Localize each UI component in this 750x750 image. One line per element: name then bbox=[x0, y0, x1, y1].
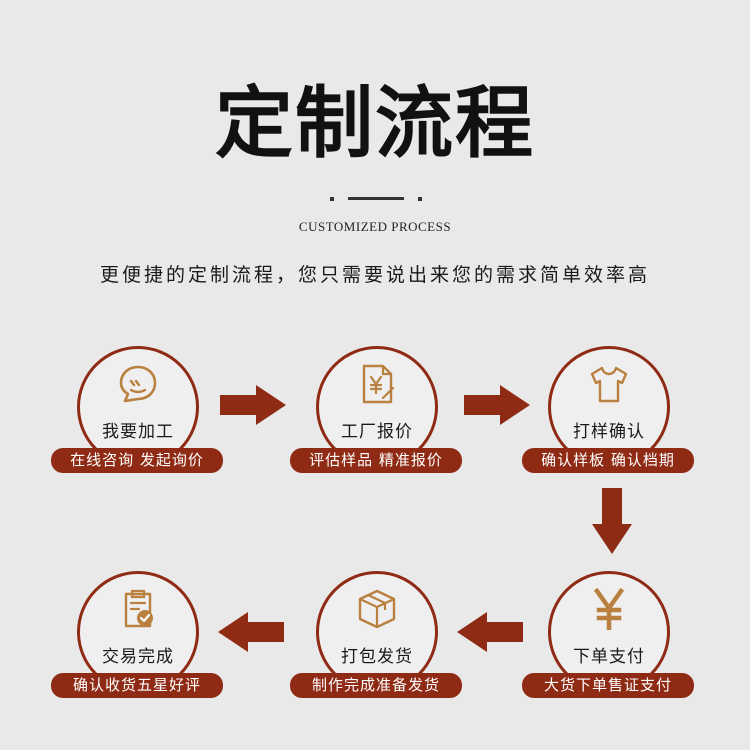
step-label: 我要加工 bbox=[102, 422, 174, 442]
tshirt-icon bbox=[590, 366, 628, 403]
step-label: 交易完成 bbox=[102, 647, 174, 667]
step-caption-badge: 确认样板 确认档期 bbox=[522, 448, 694, 473]
clipboard-check-icon bbox=[124, 589, 153, 628]
process-step-shipping: 打包发货 制作完成准备发货 bbox=[287, 571, 467, 711]
step-label: 下单支付 bbox=[573, 647, 645, 667]
process-step-payment: 下单支付 大货下单售证支付 bbox=[519, 571, 699, 711]
arrow-down-icon bbox=[592, 488, 632, 554]
subtitle-english: CUSTOMIZED PROCESS bbox=[298, 219, 452, 234]
process-step-quote: 工厂报价 评估样品 精准报价 bbox=[287, 346, 467, 486]
step-caption-badge: 评估样品 精准报价 bbox=[290, 448, 462, 473]
process-step-complete: 交易完成 确认收货五星好评 bbox=[48, 571, 228, 711]
yen-document-icon bbox=[362, 364, 395, 404]
chat-bubble-icon bbox=[119, 365, 157, 403]
step-circle: 下单支付 bbox=[548, 571, 670, 693]
arrow-left-icon bbox=[457, 612, 523, 652]
step-label: 打样确认 bbox=[573, 422, 645, 442]
step-circle: 打样确认 bbox=[548, 346, 670, 468]
arrow-right-icon bbox=[464, 385, 530, 425]
step-caption-badge: 制作完成准备发货 bbox=[290, 673, 462, 698]
arrow-left-icon bbox=[218, 612, 284, 652]
package-box-icon bbox=[358, 589, 396, 629]
process-step-sample: 打样确认 确认样板 确认档期 bbox=[519, 346, 699, 486]
divider-dot-right bbox=[418, 197, 422, 201]
step-circle: 打包发货 bbox=[316, 571, 438, 693]
step-circle: 交易完成 bbox=[77, 571, 199, 693]
tagline: 更便捷的定制流程，您只需要说出来您的需求简单效率高 bbox=[99, 264, 650, 286]
arrow-right-icon bbox=[220, 385, 286, 425]
divider-bar bbox=[348, 197, 404, 200]
yen-icon bbox=[593, 588, 625, 630]
step-caption-badge: 在线咨询 发起询价 bbox=[51, 448, 223, 473]
step-label: 打包发货 bbox=[341, 647, 413, 667]
step-caption-badge: 大货下单售证支付 bbox=[522, 673, 694, 698]
step-label: 工厂报价 bbox=[341, 422, 413, 442]
divider-dot-left bbox=[330, 197, 334, 201]
step-circle: 我要加工 bbox=[77, 346, 199, 468]
step-caption-badge: 确认收货五星好评 bbox=[51, 673, 223, 698]
page-title: 定制流程 bbox=[214, 79, 535, 169]
title-divider bbox=[330, 196, 422, 202]
process-step-inquiry: 我要加工 在线咨询 发起询价 bbox=[48, 346, 228, 486]
